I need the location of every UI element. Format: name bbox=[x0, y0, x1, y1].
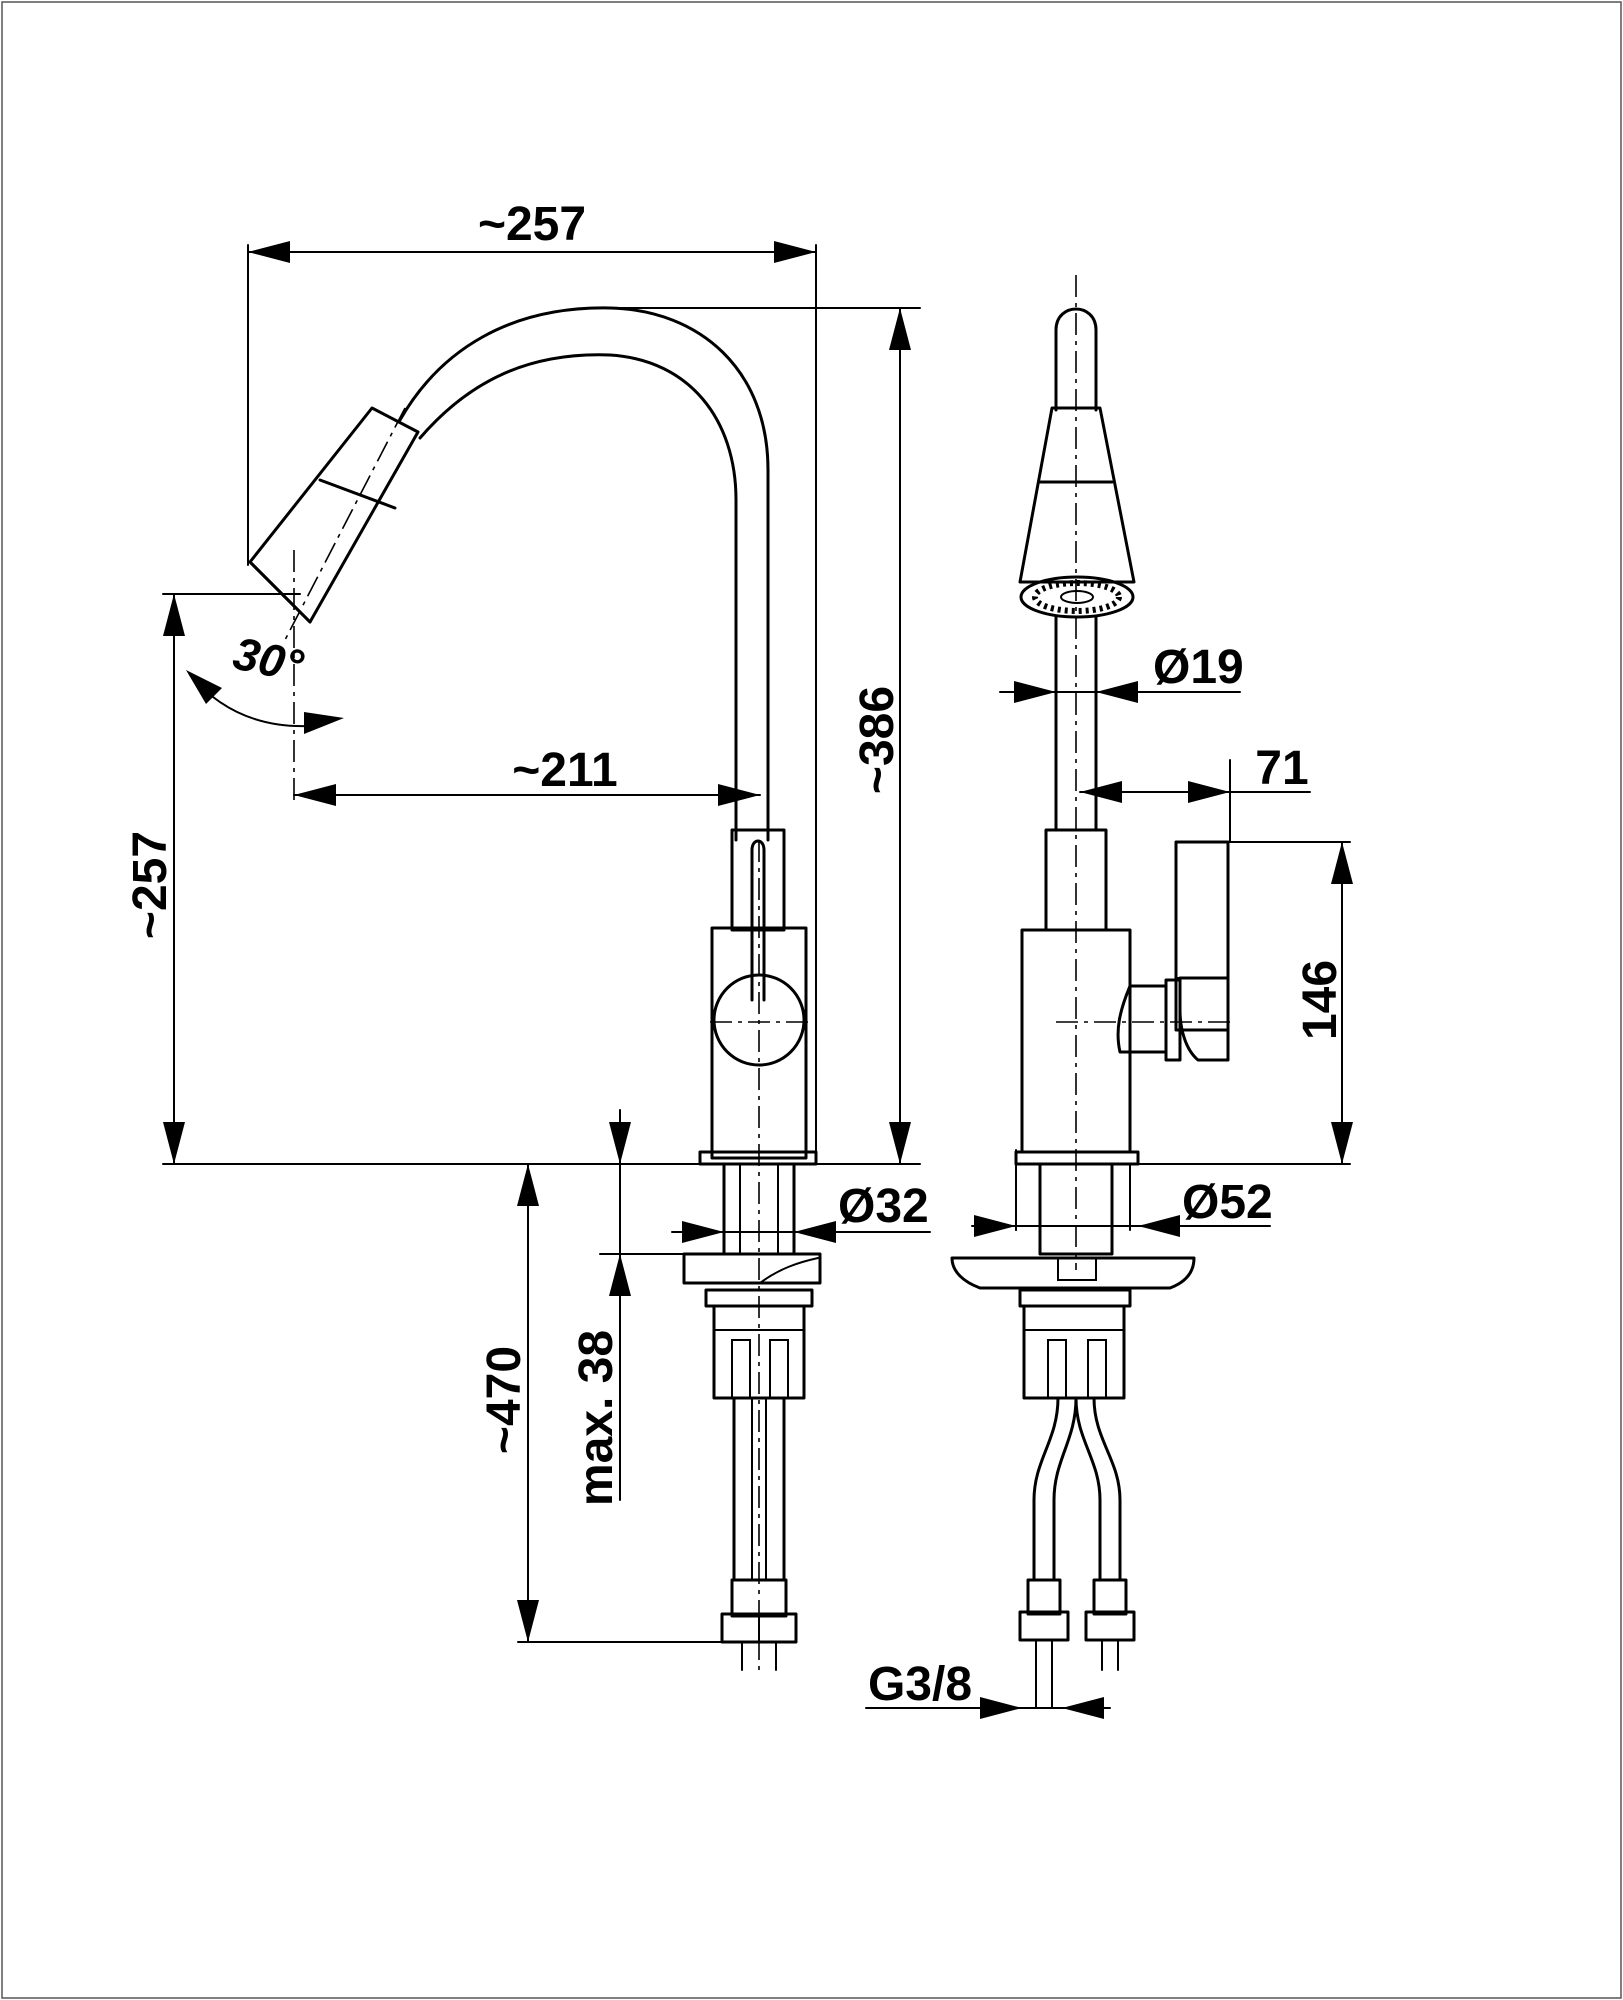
front-fixing-ring bbox=[1018, 1288, 1132, 1308]
lever-neck bbox=[1164, 978, 1182, 1062]
spray-face-inner bbox=[1060, 590, 1094, 604]
front-fitting-l-nut bbox=[1018, 1610, 1070, 1642]
arrow-38-b bbox=[609, 1254, 631, 1296]
front-hose-left-inner bbox=[1052, 1396, 1078, 1582]
arrow-52-r bbox=[1138, 1215, 1180, 1237]
arrow-angle-r bbox=[304, 712, 344, 734]
dim-body-dia: Ø32 bbox=[838, 1180, 929, 1233]
dim-height-total: ~386 bbox=[851, 686, 904, 794]
arrow-211-r bbox=[718, 784, 760, 806]
fixing-nut-rib-l bbox=[731, 1339, 751, 1399]
dim-hose-length: ~470 bbox=[478, 1346, 531, 1454]
front-fixing-nut bbox=[1022, 1304, 1126, 1400]
arrow-71-l bbox=[1080, 781, 1122, 803]
front-spray-head bbox=[1018, 406, 1136, 584]
dim-left-height: ~257 bbox=[124, 831, 177, 939]
arrow-angle-l bbox=[186, 670, 222, 704]
spray-axis bbox=[284, 407, 406, 641]
dim-lever-height: 146 bbox=[1294, 960, 1347, 1040]
front-hose-left-outer bbox=[1032, 1396, 1060, 1582]
dim-reach: ~211 bbox=[512, 744, 617, 797]
front-fitting-l-tube bbox=[1026, 1578, 1062, 1616]
washer-slope bbox=[759, 1257, 819, 1284]
fixing-nut bbox=[712, 1304, 806, 1400]
dimension-lines bbox=[162, 241, 1353, 1719]
dim-max-thickness: max. 38 bbox=[570, 1330, 623, 1506]
arrow-32-r bbox=[794, 1221, 836, 1243]
upper-body bbox=[730, 828, 786, 932]
dim-lever-offset: 71 bbox=[1255, 742, 1308, 795]
dim-thread: G3/8 bbox=[868, 1658, 972, 1711]
arrow-146-b bbox=[1331, 1122, 1353, 1164]
spray-head-band bbox=[318, 478, 397, 510]
front-fitting-r-nut bbox=[1084, 1610, 1136, 1642]
spray-head bbox=[248, 406, 420, 624]
arrow-257-top-r bbox=[774, 241, 816, 263]
front-flange bbox=[1014, 1150, 1140, 1166]
arrow-470-b bbox=[517, 1600, 539, 1642]
dim-angle: 30° bbox=[229, 627, 308, 692]
arrow-g38-l bbox=[980, 1697, 1022, 1719]
arrow-470-t bbox=[517, 1164, 539, 1206]
arrow-211-l bbox=[294, 784, 336, 806]
fixing-nut-rib-r bbox=[769, 1339, 789, 1399]
dimension-labels: ~257 ~386 ~257 30° ~211 Ø19 71 146 Ø32 Ø… bbox=[124, 198, 1347, 1711]
arrow-19-r bbox=[1096, 681, 1138, 703]
arrow-19-l bbox=[1014, 681, 1056, 703]
front-base-stub bbox=[1057, 1257, 1097, 1281]
front-shank bbox=[1038, 1162, 1114, 1256]
lever-lower bbox=[1178, 976, 1230, 1062]
spray-face-outer bbox=[1019, 575, 1135, 619]
washer bbox=[682, 1252, 822, 1285]
front-spout-tip bbox=[1054, 307, 1098, 412]
arrow-257-left-t bbox=[163, 594, 185, 636]
arrow-g38-r bbox=[1062, 1697, 1104, 1719]
arrow-257-top-l bbox=[248, 241, 290, 263]
spray-head-face bbox=[248, 560, 312, 624]
arrow-386-b bbox=[889, 1122, 911, 1164]
front-hose-right-outer bbox=[1092, 1396, 1122, 1582]
front-base-plate bbox=[950, 1256, 1196, 1290]
arrow-146-t bbox=[1331, 842, 1353, 884]
arrow-38-t bbox=[609, 1122, 631, 1164]
side-view bbox=[248, 306, 822, 1671]
arrow-257-left-b bbox=[163, 1122, 185, 1164]
dim-top-width: ~257 bbox=[478, 198, 586, 251]
front-fitting-r-tube bbox=[1092, 1578, 1128, 1616]
front-nut-rib-l bbox=[1047, 1339, 1067, 1399]
front-view bbox=[950, 275, 1230, 1709]
front-nut-rib-r bbox=[1087, 1339, 1107, 1399]
lever-hub bbox=[1116, 984, 1168, 1054]
arrow-32-l bbox=[682, 1221, 724, 1243]
spout-inner-arc bbox=[418, 353, 738, 842]
dim-base-dia: Ø52 bbox=[1182, 1176, 1273, 1229]
front-hose-right-inner bbox=[1074, 1396, 1102, 1582]
arrow-52-l bbox=[974, 1215, 1016, 1237]
arrow-386-t bbox=[889, 308, 911, 350]
lever-slot bbox=[750, 839, 766, 1002]
dim-hose-dia: Ø19 bbox=[1153, 641, 1244, 694]
spray-face-ring bbox=[1032, 580, 1122, 614]
lever-handle bbox=[1174, 840, 1230, 1032]
arrow-71-r bbox=[1188, 781, 1230, 803]
